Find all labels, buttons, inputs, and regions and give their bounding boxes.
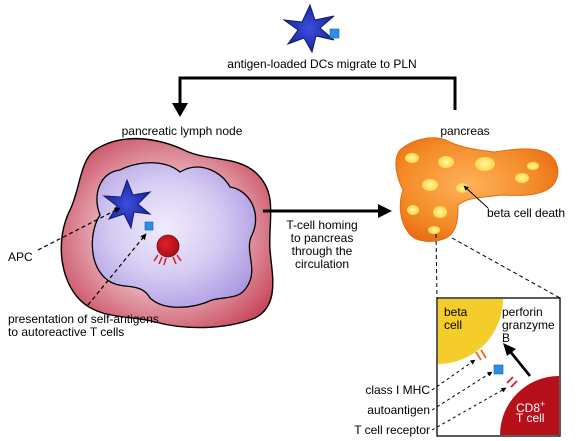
inset-tcr [506, 376, 518, 388]
pln-title: pancreatic lymph node [121, 124, 243, 138]
apc-antigen-square [144, 221, 154, 231]
autoreactive-t-cell [156, 234, 180, 258]
apc-cell [102, 178, 152, 230]
beta-cell-death-pointer [463, 185, 489, 209]
inset-mhc [475, 349, 487, 361]
inset-beta-label-line2: cell [444, 318, 463, 332]
apc-pointer [37, 207, 121, 251]
homing-arrow-head [378, 204, 392, 218]
t-cell-receptors [153, 254, 182, 266]
inset-autoantigen [493, 364, 504, 375]
inset-granzyme-label: granzyme [502, 318, 555, 332]
homing-label-line2: to pancreas [290, 231, 354, 245]
autoantigen-label: autoantigen [367, 403, 430, 417]
migration-arrow [178, 76, 457, 110]
inset-attack-arrow-head [503, 343, 516, 356]
mhc-pointer [431, 359, 476, 391]
class-mhc-label: class I MHC [365, 383, 430, 397]
inset-attack-arrow [507, 349, 532, 377]
inset-b-label: B [502, 331, 511, 345]
beta-cell-death-label: beta cell death [487, 206, 566, 220]
antigen-square-top [329, 28, 340, 39]
apc-label: APC [8, 250, 33, 264]
inset-beta-cell [438, 299, 503, 364]
presentation-label-line1: presentation of self-antigens [8, 312, 159, 326]
homing-label-line4: circulation [294, 257, 350, 271]
dc-migration-label: antigen-loaded DCs migrate to PLN [227, 57, 417, 71]
cd8-main-text: CD8 [516, 401, 541, 415]
inset-panel [436, 297, 561, 437]
tcr-label: T cell receptor [354, 423, 430, 437]
inset-perforin-label: perforin [502, 305, 543, 319]
zoom-line-left [435, 233, 438, 299]
inset-beta-label-line1: beta [444, 305, 468, 319]
zoom-line-right [451, 237, 561, 299]
tcr-pointer [431, 387, 507, 431]
migration-arrow-head [172, 103, 188, 117]
homing-label-line3: through the [291, 244, 353, 258]
pancreas [395, 137, 559, 242]
pancreas-title: pancreas [440, 124, 490, 138]
cd8-label-line2: T cell [516, 411, 545, 425]
homing-label-line1: T-cell homing [286, 218, 358, 232]
pancreas-shape [395, 137, 559, 242]
cd8-superscript: + [540, 399, 546, 409]
cd8-label: CD8+ [516, 397, 545, 415]
migrating-dendritic-cell [282, 3, 335, 54]
presentation-label-line2: to autoreactive T cells [8, 325, 125, 339]
presentation-pointer [87, 233, 147, 306]
inset-cd8-cell [500, 376, 559, 435]
pancreatic-islets [405, 153, 539, 234]
